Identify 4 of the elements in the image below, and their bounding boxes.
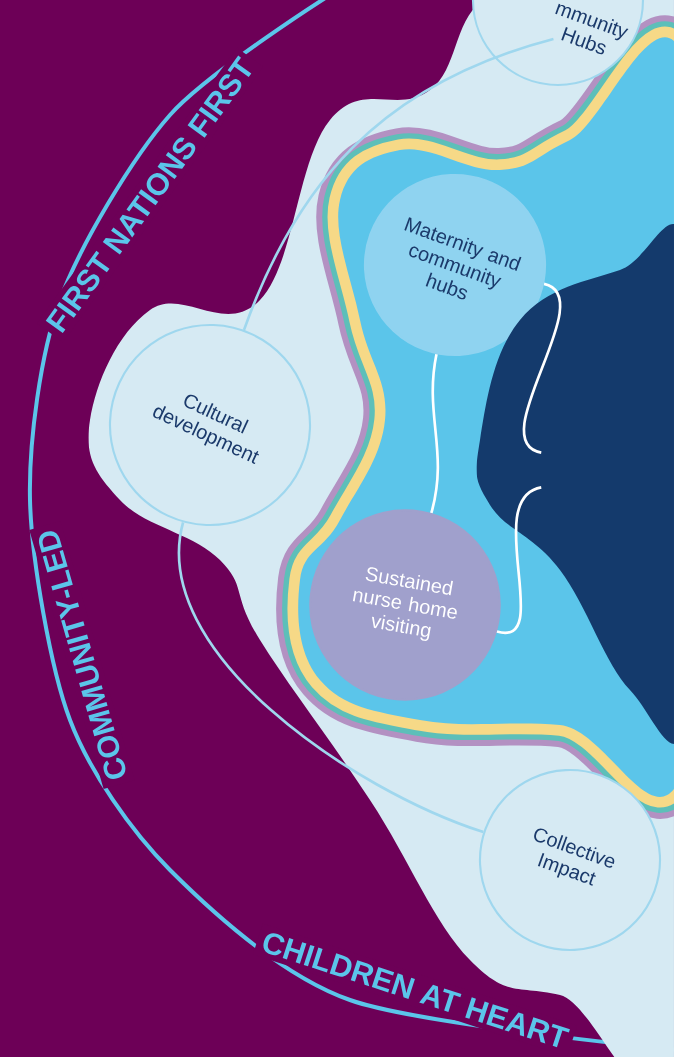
connector-line [496,486,542,634]
connector-line [177,522,484,834]
connector-line [430,353,440,514]
connector-line [242,37,554,331]
